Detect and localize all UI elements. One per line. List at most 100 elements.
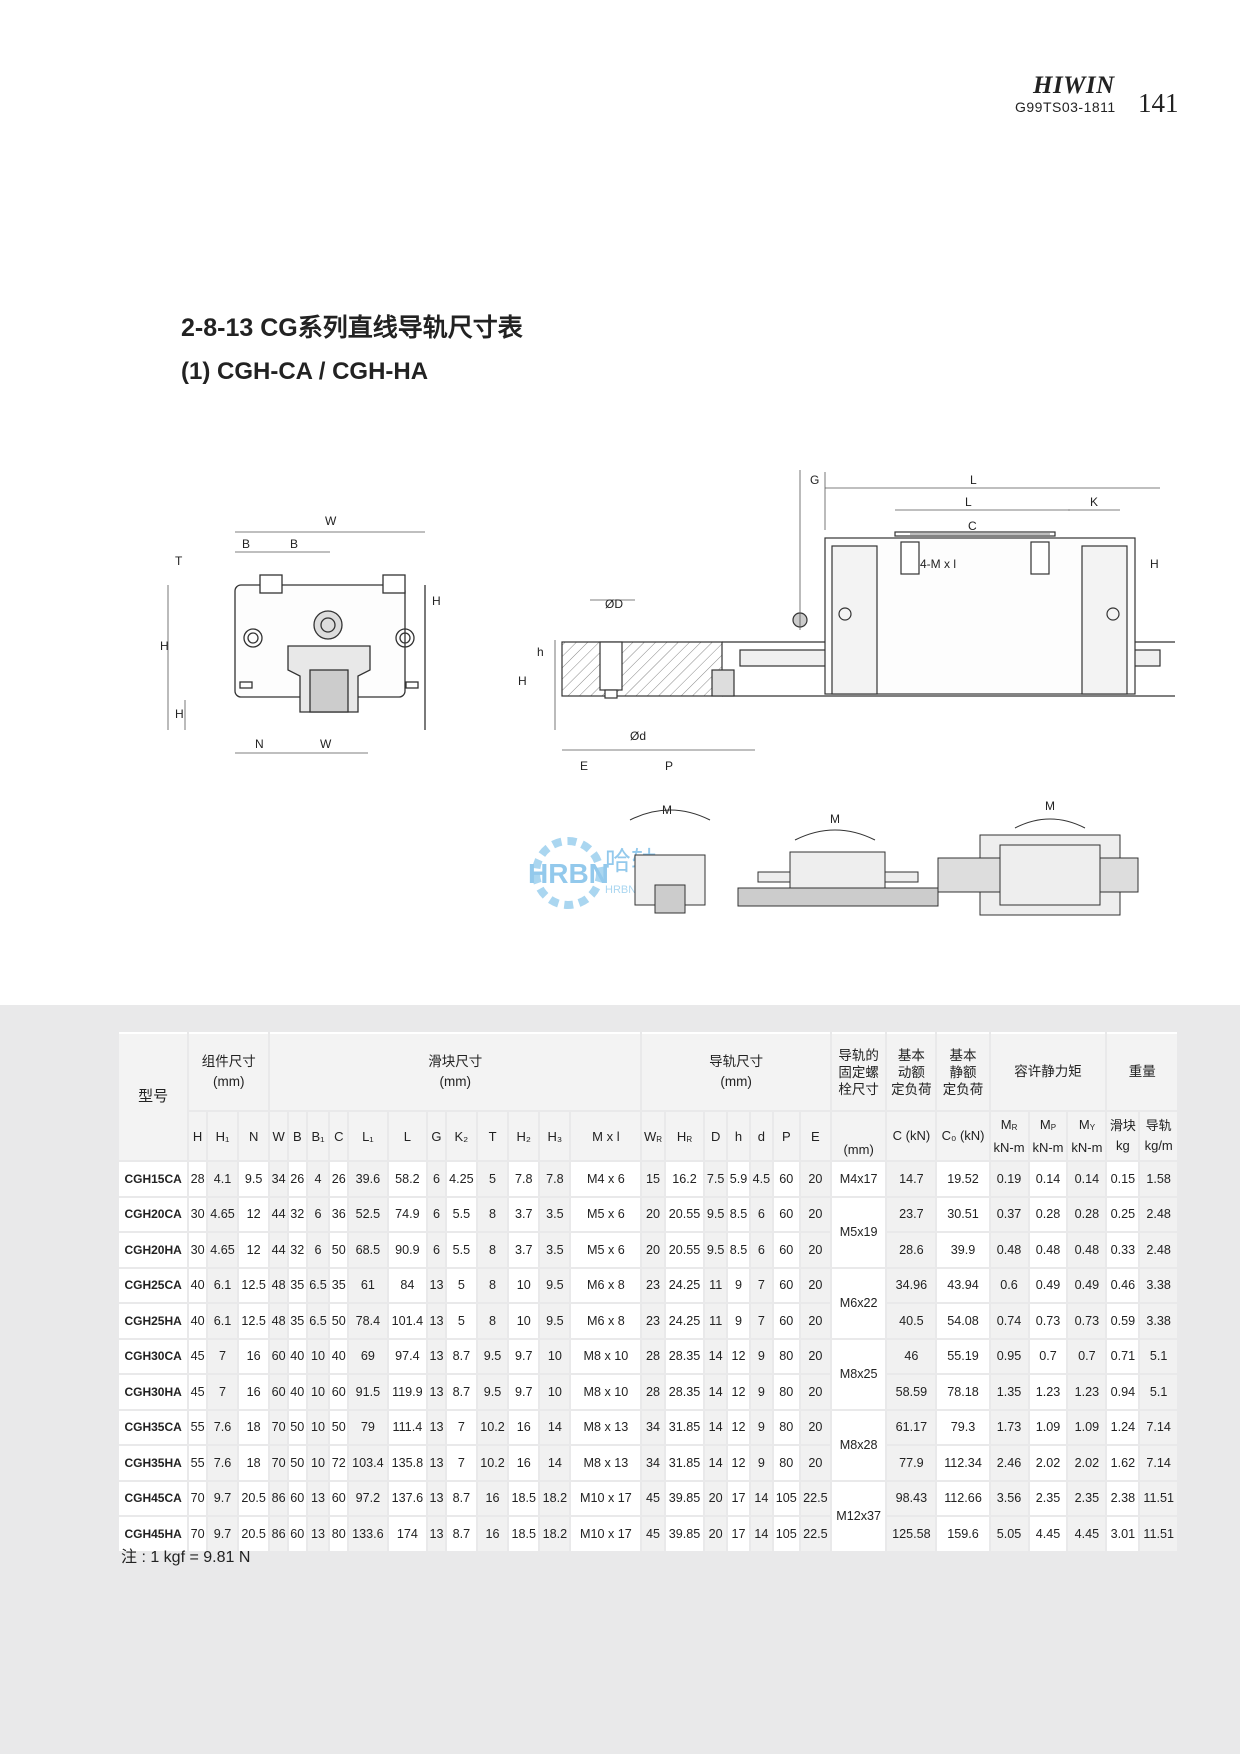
value-cell: 12: [728, 1410, 749, 1444]
value-cell: 7.14: [1140, 1446, 1177, 1480]
value-cell: 8: [477, 1197, 508, 1231]
model-cell: CGH15CA: [119, 1162, 188, 1196]
bolt-cell: M5x19: [831, 1197, 886, 1267]
value-cell: 26: [330, 1162, 348, 1196]
value-cell: 5.05: [990, 1517, 1028, 1551]
value-cell: 50: [330, 1410, 348, 1444]
bolt-cell: M8x25: [831, 1339, 886, 1409]
value-cell: 50: [330, 1304, 348, 1338]
moment-my: [937, 818, 1139, 916]
value-cell: 50: [288, 1446, 306, 1480]
value-cell: 0.74: [990, 1304, 1028, 1338]
subheader-21: E: [800, 1112, 830, 1160]
value-cell: 6: [750, 1233, 772, 1267]
value-cell: 80: [773, 1375, 799, 1409]
value-cell: 2.02: [1029, 1446, 1067, 1480]
value-cell: 70: [189, 1517, 206, 1551]
value-cell: 6.1: [207, 1304, 238, 1338]
value-cell: 60: [288, 1517, 306, 1551]
dim-label-L: L: [970, 473, 977, 487]
value-cell: 39.9: [937, 1233, 989, 1267]
value-cell: 10: [509, 1268, 539, 1302]
value-cell: 0.14: [1068, 1162, 1106, 1196]
moment-mp: [737, 829, 939, 907]
value-cell: 0.48: [990, 1233, 1028, 1267]
value-cell: 0.49: [1029, 1268, 1067, 1302]
value-cell: 0.95: [990, 1339, 1028, 1373]
value-cell: 9: [750, 1375, 772, 1409]
value-cell: 14.7: [887, 1162, 936, 1196]
value-cell: 0.59: [1107, 1304, 1139, 1338]
moment-illustrations: HRBN 哈轴 HRBN BEARINGS M M M: [528, 800, 1139, 916]
subheader-4: B: [288, 1112, 306, 1160]
value-cell: 16: [477, 1517, 508, 1551]
value-cell: 86: [270, 1517, 287, 1551]
dim-label-C: C: [968, 519, 977, 533]
value-cell: 34.96: [887, 1268, 936, 1302]
value-cell: 4.45: [1029, 1517, 1067, 1551]
value-cell: 20: [800, 1197, 830, 1231]
value-cell: 20: [642, 1233, 664, 1267]
value-cell: 80: [773, 1339, 799, 1373]
value-cell: 20: [800, 1233, 830, 1267]
value-cell: 0.48: [1068, 1233, 1106, 1267]
value-cell: M10 x 17: [571, 1517, 641, 1551]
value-cell: 8: [477, 1233, 508, 1267]
header-static-load: 基本 静额 定负荷: [937, 1032, 989, 1110]
bolt-cell: M12x37: [831, 1481, 886, 1551]
value-cell: 26: [288, 1162, 306, 1196]
value-cell: 12: [728, 1375, 749, 1409]
value-cell: 55.19: [937, 1339, 989, 1373]
value-cell: 97.2: [349, 1481, 387, 1515]
value-cell: 9.7: [207, 1517, 238, 1551]
value-cell: 40: [288, 1375, 306, 1409]
value-cell: 40: [288, 1339, 306, 1373]
subheader-20: P: [773, 1112, 799, 1160]
subheader-17: D: [705, 1112, 727, 1160]
dim-label-H3: H: [1150, 557, 1159, 571]
value-cell: M6 x 8: [571, 1304, 641, 1338]
value-cell: 0.33: [1107, 1233, 1139, 1267]
value-cell: 112.34: [937, 1446, 989, 1480]
value-cell: 6: [750, 1197, 772, 1231]
value-cell: 14: [705, 1339, 727, 1373]
value-cell: 28: [189, 1162, 206, 1196]
value-cell: 55: [189, 1446, 206, 1480]
value-cell: 48: [270, 1268, 287, 1302]
dim-label-OD: ØD: [605, 597, 623, 611]
model-cell: CGH25CA: [119, 1268, 188, 1302]
value-cell: 6: [428, 1162, 445, 1196]
value-cell: 60: [288, 1481, 306, 1515]
value-cell: 9.7: [509, 1339, 539, 1373]
value-cell: 0.46: [1107, 1268, 1139, 1302]
value-cell: 20: [800, 1375, 830, 1409]
value-cell: 80: [330, 1517, 348, 1551]
value-cell: 11.51: [1140, 1481, 1177, 1515]
moment-label-mr: M: [662, 803, 672, 817]
value-cell: 40: [330, 1339, 348, 1373]
value-cell: 60: [773, 1233, 799, 1267]
value-cell: 20: [800, 1446, 830, 1480]
subheader-2: N: [239, 1112, 269, 1160]
value-cell: 32: [288, 1233, 306, 1267]
value-cell: 10: [307, 1410, 329, 1444]
value-cell: 5: [477, 1162, 508, 1196]
moment-label-mp: M: [830, 812, 840, 826]
value-cell: 35: [288, 1268, 306, 1302]
value-cell: 10: [307, 1375, 329, 1409]
value-cell: 0.28: [1068, 1197, 1106, 1231]
value-cell: 34: [270, 1162, 287, 1196]
value-cell: 8.5: [728, 1197, 749, 1231]
value-cell: 97.4: [388, 1339, 427, 1373]
bolt-cell: M4x17: [831, 1162, 886, 1196]
value-cell: 1.24: [1107, 1410, 1139, 1444]
value-cell: 7: [750, 1304, 772, 1338]
subheader-7: L₁: [349, 1112, 387, 1160]
subheader-11: T: [477, 1112, 508, 1160]
value-cell: 8.7: [446, 1339, 476, 1373]
value-cell: 18.5: [509, 1481, 539, 1515]
value-cell: 12: [728, 1339, 749, 1373]
